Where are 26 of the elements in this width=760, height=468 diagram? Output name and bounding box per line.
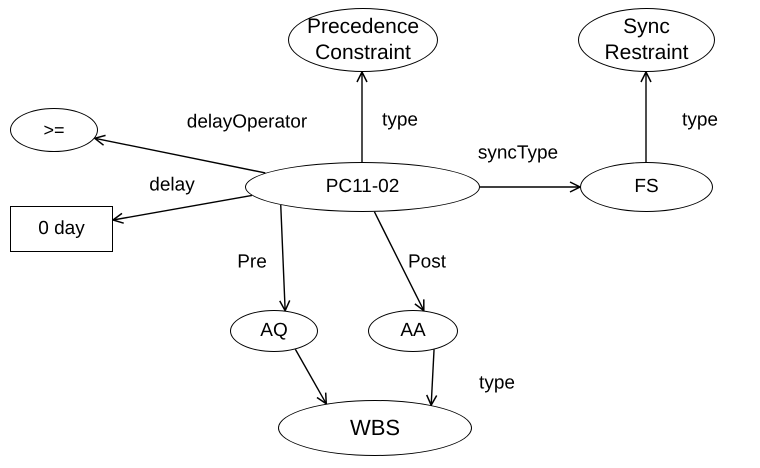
node-label: 0 day [38,217,85,241]
node-label: AA [400,319,426,343]
node-label: >= [43,118,65,142]
arrow [94,134,266,174]
arrow [112,194,252,224]
value-box [10,206,113,252]
arrow [374,212,425,312]
edge-label: type [380,110,420,130]
edge-label: type [680,110,720,130]
node-label: PC11-02 [326,175,400,199]
arrow [279,204,290,312]
node-label: WBS [350,414,400,442]
edge-label: syncType [476,144,560,162]
node-label: AQ [260,319,288,343]
arrow [640,71,652,162]
arrow [294,349,328,405]
arrow [356,71,368,162]
node-label: FS [634,175,659,199]
arrow [480,181,581,193]
node-label: Precedence Constraint [306,14,420,66]
edge-label: delay [147,176,197,194]
node-ellipse [10,108,98,152]
node-label: Sync Restraint [603,14,690,66]
edge-label: type [477,374,517,392]
arrow [426,350,438,406]
edge-label: delayOperator [184,112,310,132]
